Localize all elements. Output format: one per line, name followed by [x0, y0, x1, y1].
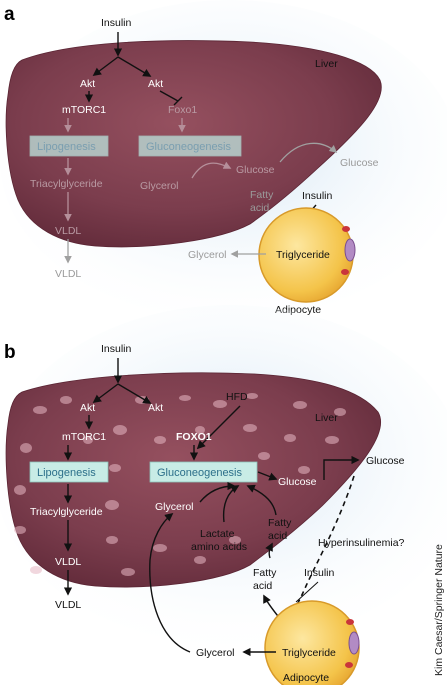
- panel-a: a Insulin Liver Akt Akt mTORC1 Foxo1 Lip…: [0, 0, 447, 320]
- fatty-acid-to-gluco-arrow-b: [246, 484, 277, 516]
- rbc-bottom-icon-a: [341, 269, 349, 275]
- rbc-top-icon-a: [342, 226, 350, 232]
- mtorc1-a: mTORC1: [62, 104, 106, 116]
- lipogenesis-label-b: Lipogenesis: [37, 467, 96, 479]
- glycerol-to-glucose-arrow-a: [191, 161, 232, 179]
- rbc-top-icon-b: [346, 619, 354, 625]
- gluconeogenesis-label-a: Gluconeogenesis: [146, 141, 232, 153]
- vldl-out-a: VLDL: [55, 268, 81, 280]
- triglyceride-a: Triglyceride: [276, 249, 330, 261]
- triacylglyceride-b: Triacylglyceride: [30, 506, 103, 518]
- fatty-acid-up-arrow-b: [265, 542, 273, 559]
- lipogenesis-label-a: Lipogenesis: [37, 141, 96, 153]
- glucose-export-arrow-b: [323, 455, 360, 480]
- insulin-adipocyte-a: Insulin: [302, 190, 333, 202]
- glycerol-adipocyte-a: Glycerol: [188, 249, 227, 261]
- insulin-label-a: Insulin: [101, 17, 132, 29]
- glucose-liver-a: Glucose: [236, 164, 275, 176]
- adipocyte-label-b: Adipocyte: [283, 672, 329, 684]
- hfd-to-foxo1-arrow-b: [196, 405, 241, 450]
- nucleus-icon-b: [348, 631, 360, 655]
- akt-right-b: Akt: [148, 402, 163, 414]
- triglyceride-b: Triglyceride: [282, 647, 336, 659]
- triacylglyceride-a: Triacylglyceride: [30, 178, 103, 190]
- gluco-to-glucose-arrow-b: [257, 471, 278, 481]
- fatty-acid-a-line1: Fatty: [250, 189, 274, 201]
- lipogenesis-box-b: [29, 461, 109, 483]
- fatty-acid-out-b-line1: Fatty: [253, 567, 277, 579]
- hyperinsulinemia-b: Hyperinsulinemia?: [318, 537, 405, 549]
- rbc-bottom-icon-b: [345, 662, 353, 668]
- foxo1-b: FOXO1: [176, 431, 212, 443]
- adipocyte-cell-b: [264, 600, 360, 685]
- insulin-to-akt-right-arrow-b: [117, 383, 152, 404]
- vldl-out-b: VLDL: [55, 599, 81, 611]
- insulin-to-akt-left-arrow-a: [92, 56, 119, 77]
- glycerol-liver-b: Glycerol: [155, 501, 194, 513]
- insulin-to-akt-left-arrow-b: [92, 383, 119, 404]
- glucose-export-arrow-a: [279, 142, 338, 163]
- glucose-out-b: Glucose: [366, 455, 405, 467]
- gluconeogenesis-box-b: [149, 461, 258, 483]
- lactate-b-line2: amino acids: [191, 541, 247, 553]
- nucleus-icon-a: [344, 238, 356, 262]
- fatty-acid-liver-b-line2: acid: [268, 530, 287, 542]
- hfd-label-b: HFD: [226, 391, 248, 403]
- panel-b-letter: b: [4, 342, 16, 363]
- insulin-label-b: Insulin: [101, 343, 132, 355]
- lactate-to-gluco-arrow-b: [222, 485, 240, 523]
- lipogenesis-box-a: [29, 135, 109, 157]
- gluconeogenesis-box-a: [138, 135, 242, 157]
- gluconeogenesis-label-b: Gluconeogenesis: [157, 467, 243, 479]
- foxo1-a: Foxo1: [168, 104, 197, 116]
- lactate-b-line1: Lactate: [200, 528, 235, 540]
- panel-b: b: [0, 305, 447, 685]
- credit-label: Kim Caesar/Springer Nature: [433, 544, 445, 676]
- liver-label-a: Liver: [315, 58, 338, 70]
- glycerol-liver-a: Glycerol: [140, 180, 179, 192]
- fatty-acid-out-b-line2: acid: [253, 580, 272, 592]
- akt-left-a: Akt: [80, 78, 95, 90]
- insulin-adipocyte-b: Insulin: [304, 567, 335, 579]
- akt-inhibits-foxo1-a: [159, 90, 183, 106]
- akt-right-a: Akt: [148, 78, 163, 90]
- glucose-liver-b: Glucose: [278, 476, 317, 488]
- liver-label-b: Liver: [315, 412, 338, 424]
- mtorc1-b: mTORC1: [62, 431, 106, 443]
- insulin-to-akt-right-arrow-a: [117, 56, 152, 77]
- panel-a-letter: a: [4, 4, 15, 25]
- fatty-acid-liver-b-line1: Fatty: [268, 517, 292, 529]
- vldl-liver-b: VLDL: [55, 556, 81, 568]
- lipid-droplets: [14, 393, 346, 576]
- vldl-liver-a: VLDL: [55, 225, 81, 237]
- glycerol-to-liver-arrow-b: [149, 512, 191, 653]
- fatty-acid-a-line2: acid: [250, 202, 269, 214]
- glycerol-adipocyte-b: Glycerol: [196, 647, 235, 659]
- akt-left-b: Akt: [80, 402, 95, 414]
- glucose-out-a: Glucose: [340, 157, 379, 169]
- insulin-to-adipocyte-line-b: [295, 581, 319, 603]
